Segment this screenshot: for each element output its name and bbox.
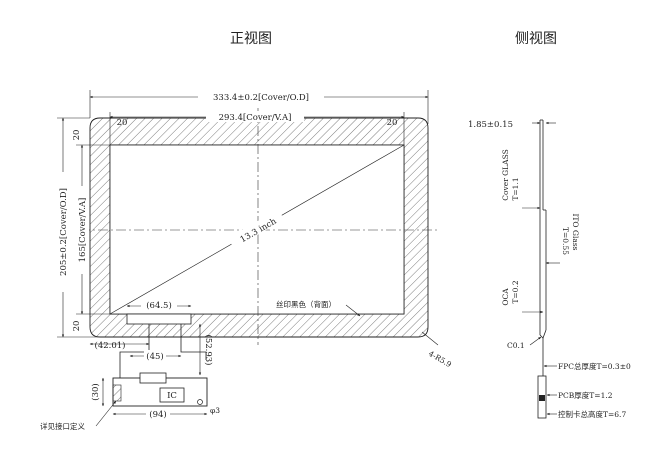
oca-label: OCA: [501, 288, 510, 306]
tail-height-label: (30): [90, 383, 101, 400]
ic-label: IC: [167, 391, 177, 401]
oca-thickness: T=0.2: [511, 280, 520, 303]
chamfer-edge: [539, 329, 547, 339]
fpc-thickness-label: FPC总厚度T=0.3±0: [558, 361, 631, 371]
od-width-label: 333.4±0.2[Cover/O.D]: [213, 93, 309, 103]
connector-height-label: 控制卡总高度T=6.7: [558, 409, 626, 419]
board-connector: [139, 372, 167, 384]
side-view: 1.85±0.15 Cover GLASS T=1.1 ITO Glass T=…: [468, 119, 631, 419]
border-left-bottom-label: 20: [72, 321, 82, 332]
interface-note: 详见接口定义: [40, 421, 85, 431]
border-top-left-label: 20: [117, 118, 128, 128]
front-view-title: 正视图: [230, 31, 272, 47]
border-top-right-label: 20: [387, 118, 398, 128]
silk-print-note: 丝印黑色（背面）: [276, 299, 336, 309]
chamfer-label: C0.1: [507, 341, 525, 350]
total-thickness-label: 1.85±0.15: [468, 120, 513, 130]
interface-connector: [112, 384, 122, 402]
va-height-label: 165[Cover/V.A]: [78, 198, 88, 263]
front-view: 13.3 inch 333.4±0.2[Cover/O.D] 293.4[Cov…: [40, 90, 453, 431]
fpc-offset-left-label: (42.01): [95, 340, 126, 351]
border-left-top-label: 20: [72, 130, 82, 141]
pcb-thickness-label: PCB厚度T=1.2: [558, 390, 613, 400]
side-connector: [539, 395, 545, 401]
tail-width-label: (94): [149, 409, 166, 420]
od-height-label: 205±0.2[Cover/O.D]: [59, 188, 69, 276]
fpc-tail: [119, 324, 207, 380]
hole-label: φ3: [210, 406, 220, 415]
side-view-title: 侧视图: [515, 31, 557, 47]
ito-glass-label: ITO Glass: [571, 213, 580, 250]
fpc-width-label: (45): [146, 351, 163, 362]
fpc-bond-area: [126, 313, 192, 325]
ic-chip: [159, 387, 185, 403]
corner-radius-label: 4-R5.9: [427, 349, 453, 369]
fpc-offset-top-label: (64.5): [146, 300, 172, 311]
ito-glass-thickness: T=0.55: [561, 227, 570, 255]
va-width-label: 293.4[Cover/V.A]: [219, 113, 292, 123]
fpc-length-label: (52.93): [203, 335, 214, 366]
cover-glass-label: Cover GLASS: [501, 149, 510, 200]
mounting-hole: [197, 399, 203, 405]
cover-glass-thickness: T=1.1: [511, 177, 520, 200]
